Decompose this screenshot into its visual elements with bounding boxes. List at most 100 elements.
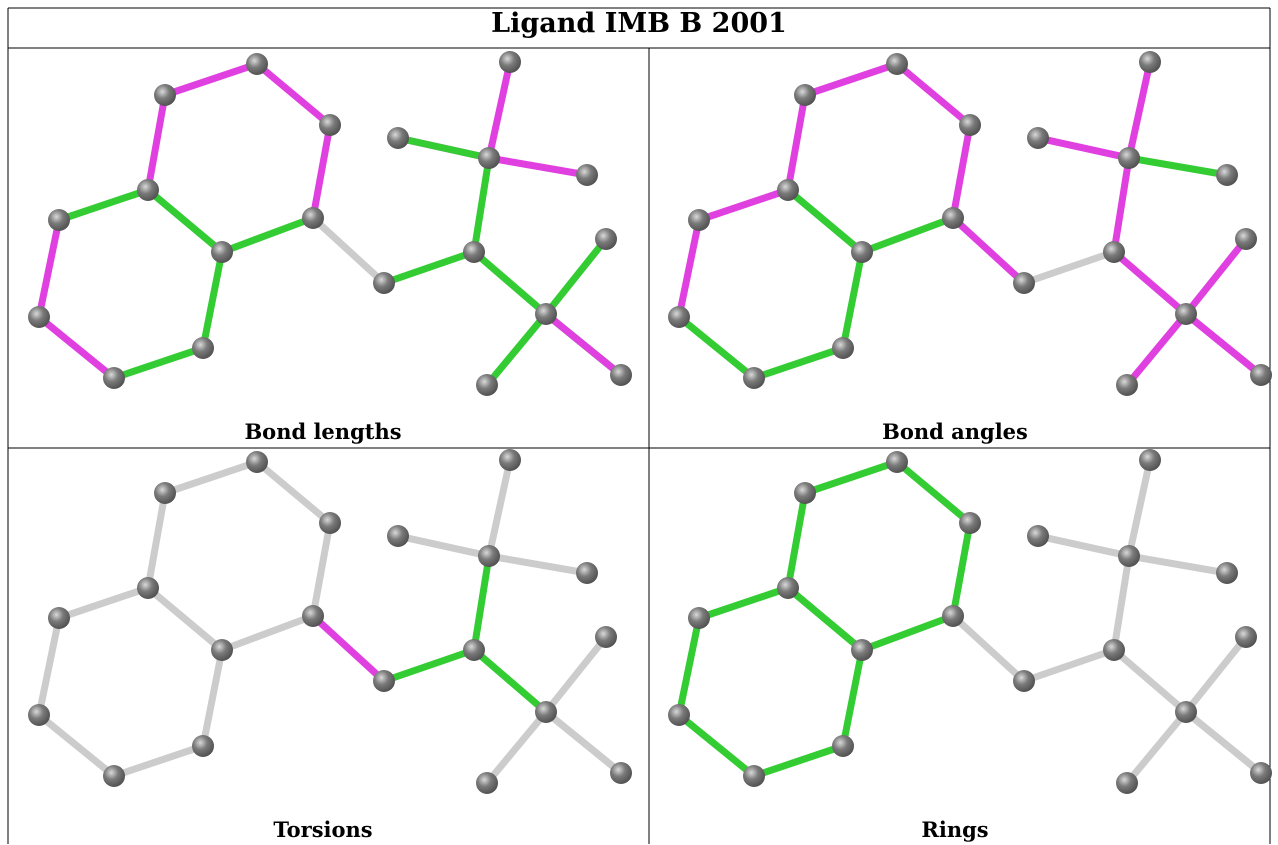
bond <box>218 612 317 654</box>
atom <box>499 51 521 73</box>
atom <box>48 209 70 231</box>
atom <box>595 626 617 648</box>
bond <box>1034 134 1133 162</box>
bond <box>309 121 334 222</box>
bond <box>949 214 1028 287</box>
bond <box>394 134 493 162</box>
atom <box>499 449 521 471</box>
atom <box>1103 639 1125 661</box>
atom <box>387 127 409 149</box>
bond <box>675 711 758 780</box>
atom <box>319 512 341 534</box>
bond <box>949 612 1028 685</box>
atom <box>1013 670 1035 692</box>
atom <box>886 451 908 473</box>
atom <box>576 164 598 186</box>
bond <box>253 458 334 527</box>
atom <box>319 114 341 136</box>
bond <box>485 456 514 560</box>
atom <box>211 639 233 661</box>
bond <box>784 489 809 592</box>
bond <box>199 248 226 352</box>
atom <box>959 114 981 136</box>
bond <box>1125 456 1154 560</box>
atom <box>777 179 799 201</box>
bond <box>161 458 261 497</box>
bond <box>144 186 226 256</box>
atom <box>1216 562 1238 584</box>
bond <box>1125 552 1231 577</box>
bond <box>470 646 550 716</box>
bond <box>784 584 866 654</box>
bond <box>483 708 550 787</box>
atom <box>832 337 854 359</box>
atom <box>103 765 125 787</box>
atom <box>478 545 500 567</box>
atom <box>1103 241 1125 263</box>
atom <box>886 53 908 75</box>
bond <box>1182 633 1250 716</box>
atom <box>154 482 176 504</box>
bond <box>542 310 625 379</box>
atom <box>192 735 214 757</box>
bond <box>750 344 847 382</box>
atom <box>1235 626 1257 648</box>
atom <box>1235 228 1257 250</box>
atom <box>463 639 485 661</box>
bond <box>893 458 974 527</box>
bond <box>858 214 957 256</box>
bond <box>1182 310 1265 379</box>
bond <box>695 584 792 622</box>
panel-label-torsions: Torsions <box>273 817 373 842</box>
bond <box>1034 532 1133 560</box>
bond <box>675 614 703 719</box>
atom <box>777 577 799 599</box>
bond <box>1123 708 1190 787</box>
bond <box>161 60 261 99</box>
bond <box>309 519 334 620</box>
molecule-0 <box>28 51 632 396</box>
panel-label-rings: Rings <box>921 817 989 842</box>
bond <box>309 214 388 287</box>
bond <box>1182 235 1250 318</box>
atom <box>794 482 816 504</box>
atom <box>595 228 617 250</box>
bond <box>801 458 901 497</box>
atom <box>1013 272 1035 294</box>
atom <box>387 525 409 547</box>
atom <box>610 762 632 784</box>
bond <box>218 214 317 256</box>
bond <box>750 742 847 780</box>
bond <box>144 584 226 654</box>
atom <box>1116 374 1138 396</box>
atom <box>1175 303 1197 325</box>
panel-label-bond-angles: Bond angles <box>882 419 1028 444</box>
molecule-1 <box>668 51 1272 396</box>
bond <box>199 646 226 750</box>
bond <box>470 552 493 654</box>
bond <box>35 313 118 382</box>
atom <box>1216 164 1238 186</box>
atom <box>535 303 557 325</box>
molecule-3 <box>668 449 1272 794</box>
bond <box>1020 248 1118 287</box>
bond <box>784 91 809 194</box>
atom <box>1116 772 1138 794</box>
bond <box>1110 552 1133 654</box>
bond <box>675 313 758 382</box>
bond <box>253 60 334 129</box>
bond <box>675 216 703 321</box>
bond <box>394 532 493 560</box>
atom <box>103 367 125 389</box>
bond <box>35 614 63 719</box>
bond <box>55 584 152 622</box>
atom <box>832 735 854 757</box>
atom <box>1027 127 1049 149</box>
bond <box>839 248 866 352</box>
bond <box>485 58 514 162</box>
atom <box>211 241 233 263</box>
atom <box>463 241 485 263</box>
atom <box>668 306 690 328</box>
bond <box>542 708 625 777</box>
atom <box>1175 701 1197 723</box>
